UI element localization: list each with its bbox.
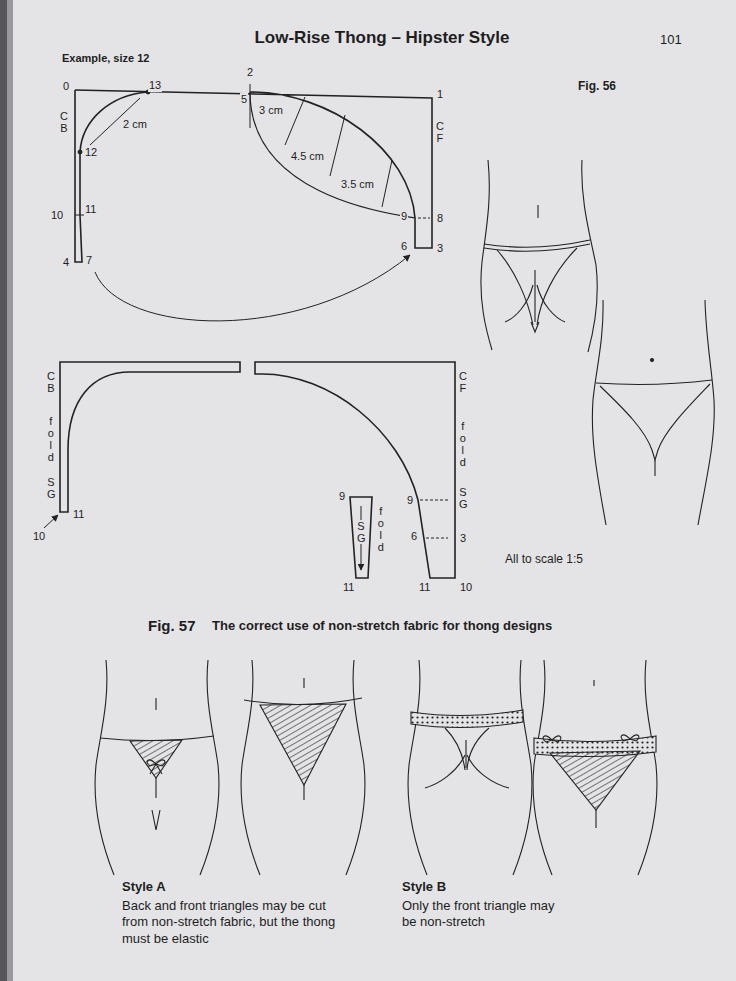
piece-label: C F [436,120,444,144]
dimension: 3.5 cm [340,178,375,191]
figure-number: Fig. 57 [148,617,196,634]
style-heading: Style B [402,880,446,895]
point-number: 9 [338,490,346,503]
grain-label: S G [459,486,467,510]
point-number: 10 [32,530,46,543]
fold-label: fold [459,420,467,468]
size-note: Example, size 12 [62,52,149,65]
point-number: 10 [50,209,64,222]
piece-label: C B [60,110,68,134]
dimension: 3 cm [258,104,284,117]
point-number: 3 [436,242,444,255]
point-number: 11 [418,581,431,594]
point-number: 11 [342,581,355,594]
style-heading: Style A [122,880,166,895]
point-number: 11 [84,203,97,216]
scale-note: All to scale 1:5 [505,553,583,567]
style-note: Only the front triangle may be non-stret… [402,898,572,931]
point-number: 7 [85,254,93,267]
point-number: 10 [459,581,473,594]
point-number: 6 [400,240,408,253]
point-number: 11 [72,508,85,521]
point-number: 12 [84,146,98,159]
point-number: 5 [240,93,248,106]
page-title: Low-Rise Thong – Hipster Style [212,28,552,48]
dimension: 4.5 cm [290,150,325,163]
grain-label: S G [357,520,365,544]
fold-label: fold [47,415,55,463]
point-number: 3 [459,532,467,545]
grain-label: S G [47,476,55,500]
point-number: 8 [436,212,444,225]
point-number: 0 [62,80,70,93]
piece-label: C B [47,370,55,394]
fold-label: fold [377,505,385,553]
figure-number: Fig. 56 [578,80,616,94]
point-number: 2 [246,66,254,79]
point-number: 4 [62,256,70,269]
point-number: 6 [410,530,418,543]
figure-caption: The correct use of non-stretch fabric fo… [212,619,552,634]
point-number: 1 [436,88,444,101]
point-number: 13 [148,79,162,92]
piece-label: C F [459,370,467,394]
style-note: Back and front triangles may be cut from… [122,898,347,947]
page-number: 101 [660,33,682,48]
dimension: 2 cm [122,118,148,131]
point-number: 9 [406,494,414,507]
point-number: 9 [400,210,408,223]
